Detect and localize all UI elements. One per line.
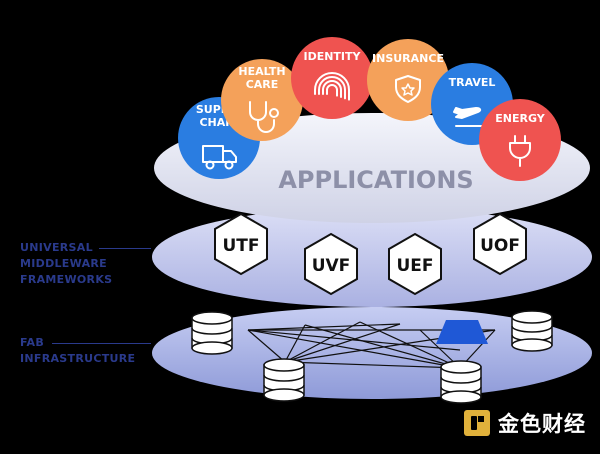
- brand-name: 金色财经: [498, 408, 586, 438]
- brand-logo-icon: [464, 410, 490, 436]
- applications-title: APPLICATIONS: [278, 166, 473, 194]
- database-icon: [512, 311, 552, 351]
- brand-watermark: 金色财经: [464, 408, 586, 438]
- database-icon: [441, 361, 481, 403]
- app-label: TRAVEL: [449, 76, 496, 89]
- infrastructure-connector-line: [52, 343, 151, 344]
- framework-label: UEF: [396, 256, 433, 276]
- app-label: INSURANCE: [372, 52, 444, 65]
- database-icon: [264, 359, 304, 401]
- framework-label: UVF: [312, 256, 351, 276]
- framework-label: UTF: [222, 236, 259, 256]
- app-energy: ENERGY: [479, 99, 561, 181]
- infrastructure-layer: [152, 307, 592, 403]
- infrastructure-label: FAB INFRASTRUCTURE: [20, 335, 135, 367]
- middleware-connector-line: [99, 248, 151, 249]
- app-identity: IDENTITY: [291, 37, 373, 119]
- database-icon: [192, 312, 232, 354]
- app-label: IDENTITY: [303, 50, 361, 63]
- app-label: ENERGY: [495, 112, 545, 125]
- framework-label: UOF: [480, 236, 520, 256]
